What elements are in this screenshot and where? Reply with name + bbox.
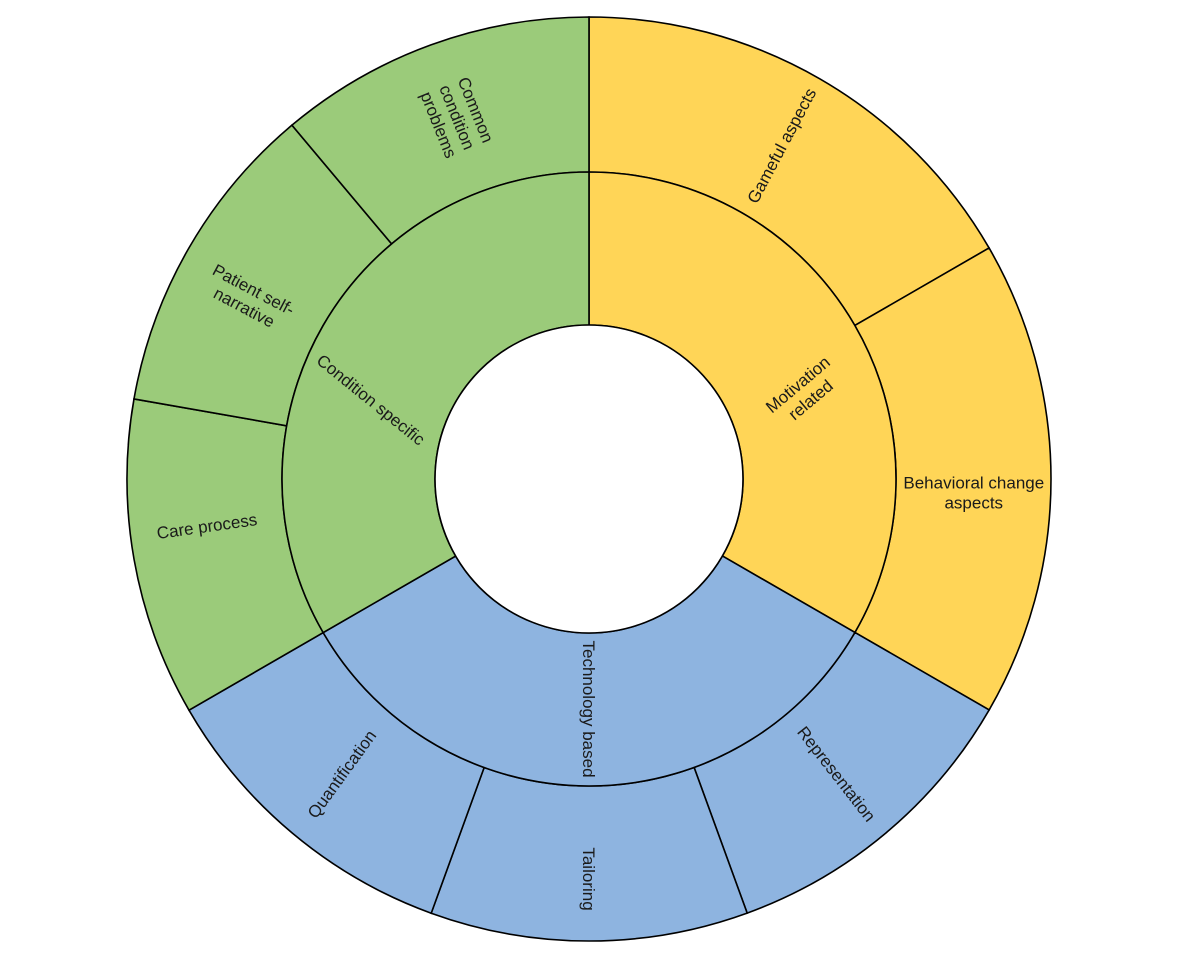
behavioral-change-aspects-label-line: aspects: [944, 493, 1003, 512]
center-hole: [434, 324, 744, 634]
outer-ring: [126, 16, 1052, 942]
technology-based-label-line: Technology based: [579, 640, 598, 777]
tailoring-label: Tailoring: [579, 847, 598, 910]
tailoring-label-line: Tailoring: [579, 847, 598, 910]
behavioral-change-aspects-label-line: Behavioral change: [903, 473, 1044, 492]
technology-based-label: Technology based: [579, 640, 598, 777]
